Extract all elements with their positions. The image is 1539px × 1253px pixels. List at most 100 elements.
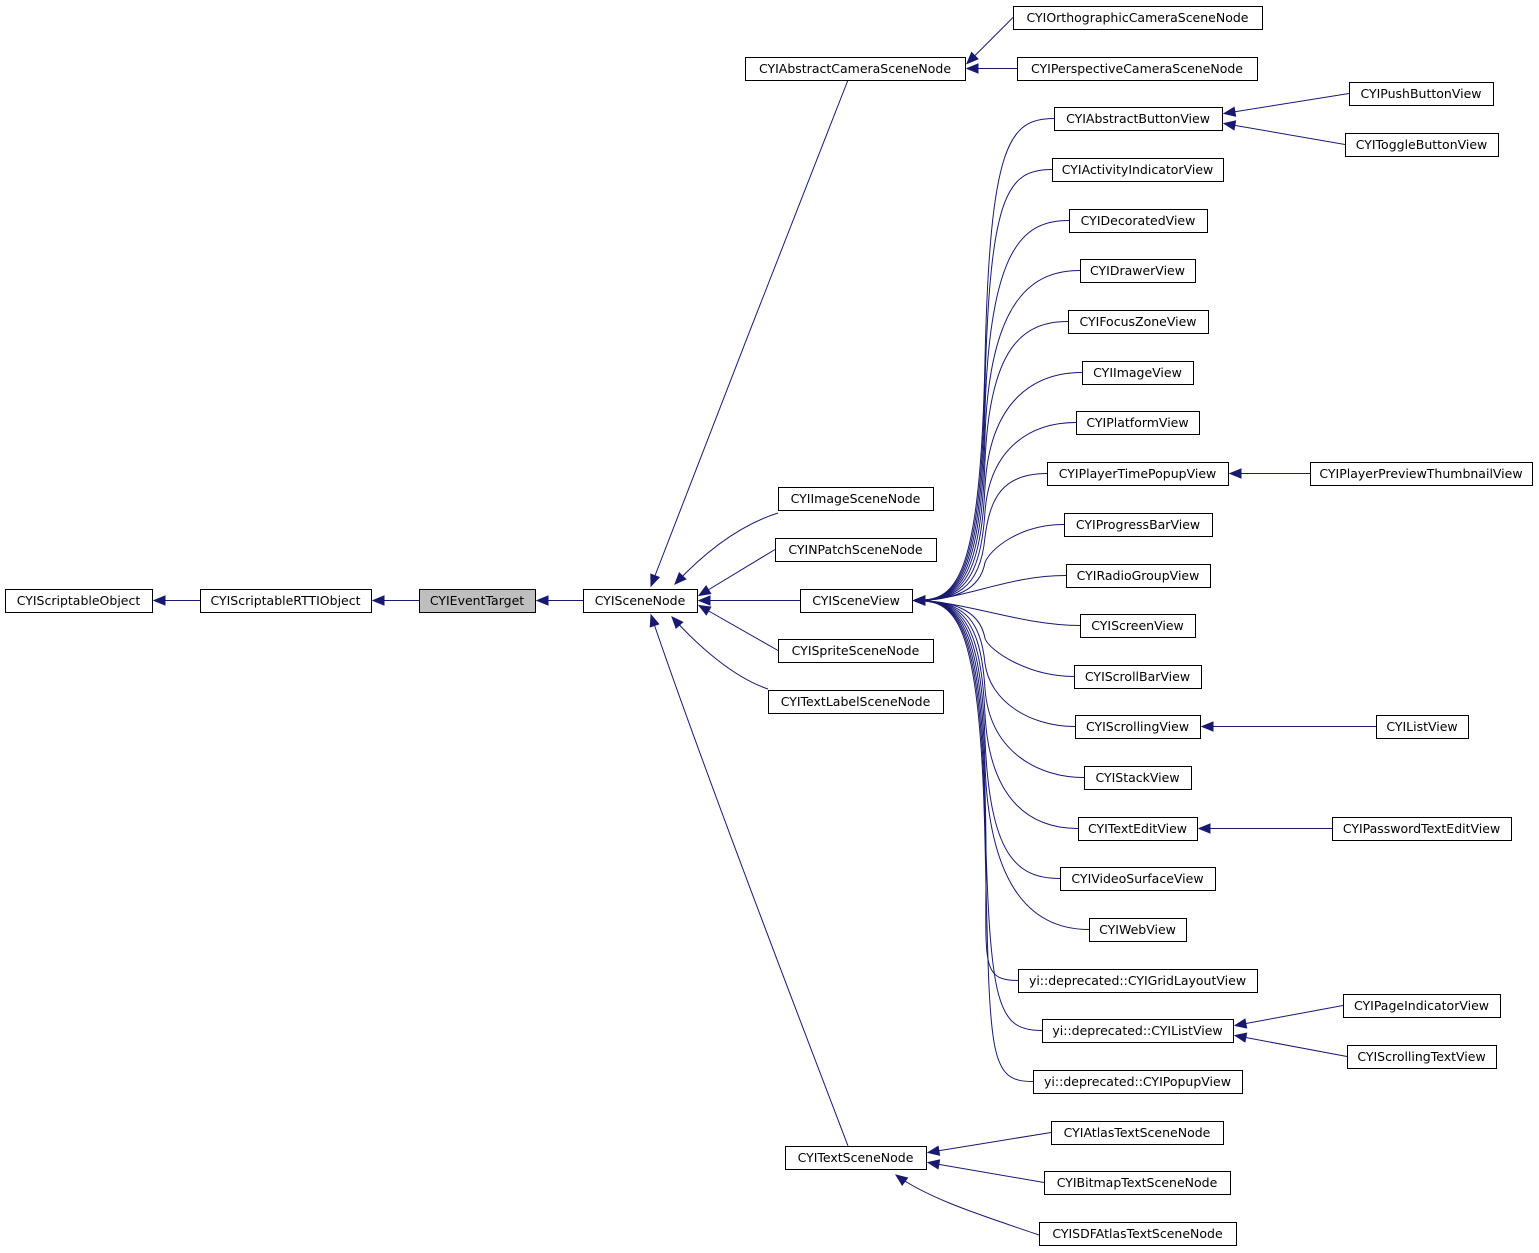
- arrowhead-icon: [535, 595, 549, 606]
- node-box: [1051, 1121, 1224, 1145]
- node-box: [778, 639, 934, 663]
- node-label: CYIBitmapTextSceneNode: [1057, 1175, 1218, 1190]
- class-node-cyiabstractcamerascenenode[interactable]: CYIAbstractCameraSceneNode: [745, 57, 966, 81]
- node-box: [1054, 107, 1223, 131]
- class-node-cyiimagescenenode[interactable]: CYIImageSceneNode: [778, 487, 934, 511]
- node-box: [5, 589, 153, 613]
- class-node-cyiabstractbuttonview[interactable]: CYIAbstractButtonView: [1054, 107, 1223, 131]
- node-label: yi::deprecated::CYIPopupView: [1044, 1074, 1231, 1089]
- class-node-cyipageindicatorview[interactable]: CYIPageIndicatorView: [1343, 994, 1501, 1018]
- edge-line: [698, 549, 776, 596]
- class-node-yi-deprecated-cyipopupview[interactable]: yi::deprecated::CYIPopupView: [1033, 1070, 1243, 1094]
- class-node-cyitextlabelscenenode[interactable]: CYITextLabelSceneNode: [768, 690, 944, 714]
- node-label: CYIDecoratedView: [1081, 213, 1196, 228]
- node-label: CYIPlayerPreviewThumbnailView: [1319, 466, 1522, 481]
- edge-line: [913, 600, 1085, 778]
- edge-line: [895, 1174, 1040, 1236]
- edge-line: [913, 422, 1077, 601]
- inheritance-edge: [1197, 823, 1332, 834]
- class-node-cyiorthographiccamerascenenode[interactable]: CYIOrthographicCameraSceneNode: [1013, 6, 1263, 30]
- node-label: CYIPlayerTimePopupView: [1059, 466, 1217, 481]
- class-node-cyilistview[interactable]: CYIListView: [1376, 715, 1469, 739]
- class-node-cyiscriptableobject[interactable]: CYIScriptableObject: [5, 589, 153, 613]
- class-node-cyitogglebuttonview[interactable]: CYIToggleButtonView: [1345, 133, 1499, 157]
- node-label: CYITextEditView: [1088, 821, 1187, 836]
- inheritance-edge: [912, 595, 1034, 1082]
- class-node-cyivideosurfaceview[interactable]: CYIVideoSurfaceView: [1060, 867, 1216, 891]
- arrowhead-icon: [674, 572, 687, 585]
- class-node-cyifocuszoneview[interactable]: CYIFocusZoneView: [1068, 310, 1209, 334]
- class-node-cyitextscenenode[interactable]: CYITextSceneNode: [785, 1146, 927, 1170]
- arrowhead-icon: [1222, 120, 1237, 131]
- inheritance-edge: [912, 321, 1069, 606]
- class-node-cyiactivityindicatorview[interactable]: CYIActivityIndicatorView: [1052, 158, 1224, 182]
- class-node-cyieventtarget: CYIEventTarget: [419, 589, 536, 613]
- inheritance-edge: [1228, 468, 1310, 479]
- class-node-cyiplayerpreviewthumbnailview[interactable]: CYIPlayerPreviewThumbnailView: [1310, 462, 1533, 486]
- class-node-cyitexteditview[interactable]: CYITextEditView: [1078, 817, 1198, 841]
- arrowhead-icon: [152, 595, 166, 606]
- arrowhead-icon: [371, 595, 385, 606]
- class-node-cyiprogressbarview[interactable]: CYIProgressBarView: [1064, 513, 1213, 537]
- inheritance-edge: [912, 372, 1083, 606]
- class-node-cyiscenenode[interactable]: CYISceneNode: [583, 589, 698, 613]
- class-node-cyispritescenenode[interactable]: CYISpriteSceneNode: [778, 639, 934, 663]
- class-node-cyiscriptablerttiobject[interactable]: CYIScriptableRTTIObject: [200, 589, 372, 613]
- class-node-cyiscrollbarview[interactable]: CYIScrollBarView: [1074, 665, 1202, 689]
- arrowhead-icon: [1200, 721, 1214, 732]
- node-label: CYISceneView: [812, 593, 900, 608]
- class-node-cyinpatchscenenode[interactable]: CYINPatchSceneNode: [775, 538, 937, 562]
- edge-line: [913, 321, 1069, 601]
- class-node-cyiplatformview[interactable]: CYIPlatformView: [1076, 411, 1200, 435]
- class-node-cyisdfatlastextscenenode[interactable]: CYISDFAtlasTextSceneNode: [1039, 1222, 1237, 1246]
- node-label: CYIImageSceneNode: [791, 491, 921, 506]
- node-box: [1069, 209, 1208, 233]
- arrowhead-icon: [1222, 106, 1237, 117]
- class-node-cyisceneview[interactable]: CYISceneView: [800, 589, 913, 613]
- node-box: [778, 487, 934, 511]
- inheritance-edge: [926, 1159, 1045, 1183]
- class-node-cyiscrollingview[interactable]: CYIScrollingView: [1075, 715, 1201, 739]
- class-node-cyiwebview[interactable]: CYIWebView: [1089, 918, 1187, 942]
- class-node-cyidecoratedview[interactable]: CYIDecoratedView: [1069, 209, 1208, 233]
- inheritance-edge: [535, 595, 583, 606]
- node-box: [1018, 969, 1258, 993]
- inheritance-edge: [152, 595, 200, 606]
- class-node-cyipasswordtexteditview[interactable]: CYIPasswordTextEditView: [1332, 817, 1512, 841]
- node-label: CYISceneNode: [595, 593, 686, 608]
- node-label: CYIFocusZoneView: [1079, 314, 1196, 329]
- inheritance-edge: [674, 512, 779, 585]
- class-node-cyidrawerview[interactable]: CYIDrawerView: [1080, 259, 1196, 283]
- class-node-cyiscrollingtextview[interactable]: CYIScrollingTextView: [1347, 1045, 1497, 1069]
- class-node-cyiradiogroupview[interactable]: CYIRadioGroupView: [1066, 564, 1211, 588]
- edge-line: [1223, 123, 1346, 145]
- inheritance-edge: [371, 595, 419, 606]
- node-label: yi::deprecated::CYIListView: [1052, 1023, 1222, 1038]
- class-node-cyiperspectivecamerascenenode[interactable]: CYIPerspectiveCameraSceneNode: [1017, 57, 1258, 81]
- node-box: [1080, 259, 1196, 283]
- node-label: CYIAtlasTextSceneNode: [1064, 1125, 1211, 1140]
- node-label: CYITextLabelSceneNode: [781, 694, 931, 709]
- edge-line: [913, 270, 1081, 601]
- node-label: CYISpriteSceneNode: [792, 643, 920, 658]
- inheritance-edge: [1222, 120, 1346, 145]
- node-label: CYIActivityIndicatorView: [1062, 162, 1213, 177]
- edge-line: [913, 372, 1083, 601]
- inheritance-edge: [894, 1174, 1040, 1236]
- class-node-cyiscreenview[interactable]: CYIScreenView: [1080, 614, 1196, 638]
- node-label: CYISDFAtlasTextSceneNode: [1052, 1226, 1223, 1241]
- class-node-cyipushbuttonview[interactable]: CYIPushButtonView: [1349, 82, 1494, 106]
- node-box: [768, 690, 944, 714]
- node-box: [1075, 715, 1201, 739]
- node-label: CYIScriptableObject: [17, 593, 141, 608]
- class-node-cyibitmaptextscenenode[interactable]: CYIBitmapTextSceneNode: [1044, 1171, 1231, 1195]
- class-node-yi-deprecated-cyilistview[interactable]: yi::deprecated::CYIListView: [1042, 1019, 1234, 1043]
- class-node-cyiplayertimepopupview[interactable]: CYIPlayerTimePopupView: [1047, 462, 1229, 486]
- node-label: CYIPlatformView: [1086, 415, 1188, 430]
- edge-line: [913, 524, 1065, 601]
- class-node-cyiimageview[interactable]: CYIImageView: [1082, 361, 1194, 385]
- class-node-cyiatlastextscenenode[interactable]: CYIAtlasTextSceneNode: [1051, 1121, 1224, 1145]
- class-node-cyistackview[interactable]: CYIStackView: [1084, 766, 1192, 790]
- edge-line: [913, 600, 1076, 727]
- class-node-yi-deprecated-cyigridlayoutview[interactable]: yi::deprecated::CYIGridLayoutView: [1018, 969, 1258, 993]
